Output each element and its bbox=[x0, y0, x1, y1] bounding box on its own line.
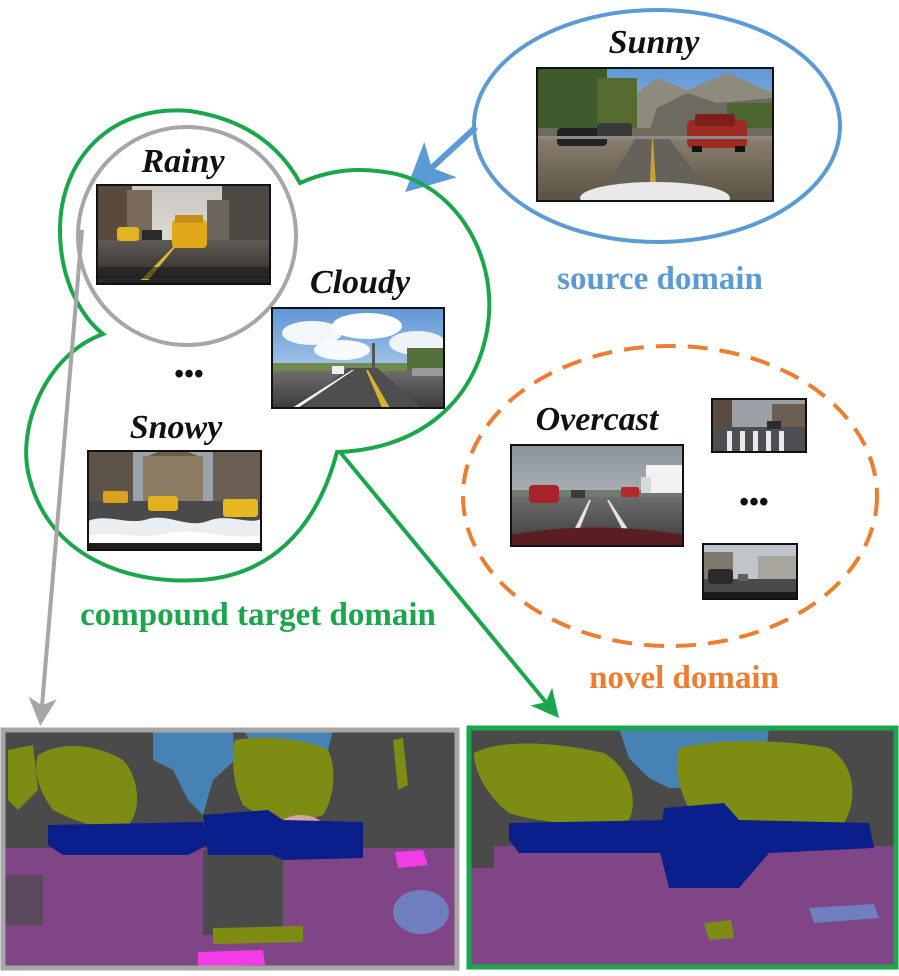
novel-domain-label: novel domain bbox=[589, 660, 779, 696]
source-domain-group: Sunny bbox=[472, 8, 842, 297]
compound-ellipsis: ••• bbox=[174, 359, 203, 390]
weather-label-snowy: Snowy bbox=[130, 409, 223, 446]
compound-target-domain-group: Rainy Cloudy bbox=[24, 108, 492, 633]
weather-label-sunny: Sunny bbox=[609, 24, 701, 61]
source-domain-label: source domain bbox=[557, 261, 763, 297]
segmentation-map-compound bbox=[466, 725, 899, 970]
weather-label-rainy: Rainy bbox=[140, 143, 225, 180]
weather-label-cloudy: Cloudy bbox=[310, 264, 411, 301]
novel-domain-ellipse bbox=[461, 344, 879, 648]
novel-scene-image-small-top bbox=[711, 398, 807, 453]
rainy-subset-circle bbox=[76, 125, 298, 347]
novel-domain-group: Overcast bbox=[461, 344, 879, 696]
segmentation-map-rainy bbox=[0, 727, 460, 971]
compound-target-cloud-outline bbox=[24, 108, 492, 583]
overcast-scene-image bbox=[510, 444, 684, 547]
compound-to-segmentation-arrow bbox=[338, 450, 560, 719]
novel-scene-image-small-bottom bbox=[702, 543, 798, 600]
rainy-to-segmentation-arrow bbox=[28, 229, 84, 726]
cloudy-scene-image bbox=[271, 307, 445, 409]
source-to-target-arrow bbox=[405, 124, 479, 193]
weather-label-overcast: Overcast bbox=[536, 401, 660, 438]
compound-target-domain-label: compound target domain bbox=[80, 597, 436, 633]
snowy-scene-image bbox=[87, 450, 262, 551]
sunny-scene-image bbox=[536, 67, 774, 202]
rainy-scene-image bbox=[96, 184, 271, 285]
novel-ellipsis: ••• bbox=[739, 487, 768, 518]
